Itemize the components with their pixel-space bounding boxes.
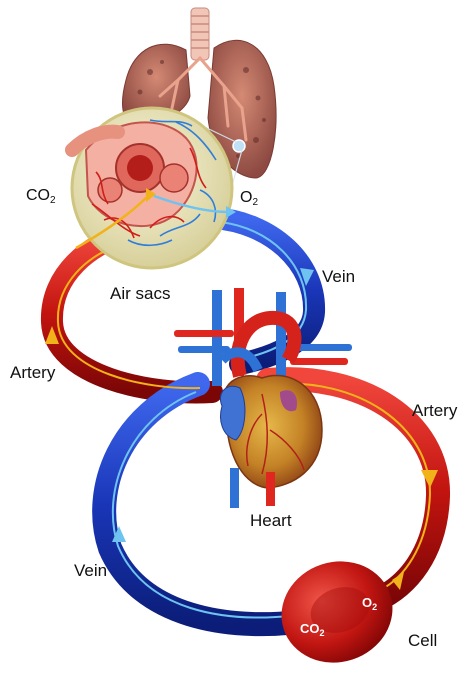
cell-label: Cell — [408, 631, 438, 650]
flow-line-vein-top — [219, 221, 308, 359]
vein-top-label: Vein — [322, 267, 356, 286]
co2-cell-label: CO2 — [300, 621, 325, 638]
lungs — [122, 7, 277, 179]
gas-arrow-o2-head — [226, 206, 236, 218]
arrowhead-vein-top — [300, 268, 314, 286]
heart — [174, 288, 352, 508]
lung-texture — [137, 60, 266, 158]
capillary-net-red — [91, 147, 207, 239]
red-blood-cell — [281, 561, 393, 663]
capillary-net-blue — [127, 119, 217, 247]
systemic-vein-tube — [92, 372, 310, 637]
vein-bottom-label: Vein — [74, 561, 108, 580]
o2-lungs-label: O2 — [240, 189, 259, 208]
gas-arrow-o2-in — [153, 194, 229, 214]
systemic-artery-tube — [256, 367, 451, 614]
heart-label: Heart — [250, 511, 292, 530]
gas-arrow-co2-out — [75, 195, 149, 250]
arrowhead-vein-bottom — [112, 526, 126, 542]
trachea — [190, 7, 210, 61]
bronchi — [158, 56, 248, 142]
artery-left-label: Artery — [10, 363, 56, 382]
gas-arrow-co2-head — [146, 188, 156, 202]
air-sacs-label: Air sacs — [110, 284, 171, 303]
co2-lungs-label: CO2 — [26, 187, 56, 206]
pulmonary-vein-tube — [203, 207, 325, 375]
alveolus-zoom-marker — [232, 139, 246, 153]
flow-arrowheads — [45, 268, 438, 590]
coronary-vessels — [246, 393, 305, 475]
arrowhead-artery-left — [45, 326, 59, 344]
pulmonary-artery-tube — [41, 225, 223, 404]
flow-line-artery-left — [56, 247, 201, 390]
flow-line-vein-bottom — [111, 391, 291, 619]
arrowhead-artery-right-1 — [421, 470, 438, 488]
artery-right-label: Artery — [412, 401, 458, 420]
air-sacs-zoom — [65, 106, 236, 270]
o2-cell-label: O2 — [362, 595, 378, 612]
arrowhead-artery-right-2 — [392, 572, 404, 590]
